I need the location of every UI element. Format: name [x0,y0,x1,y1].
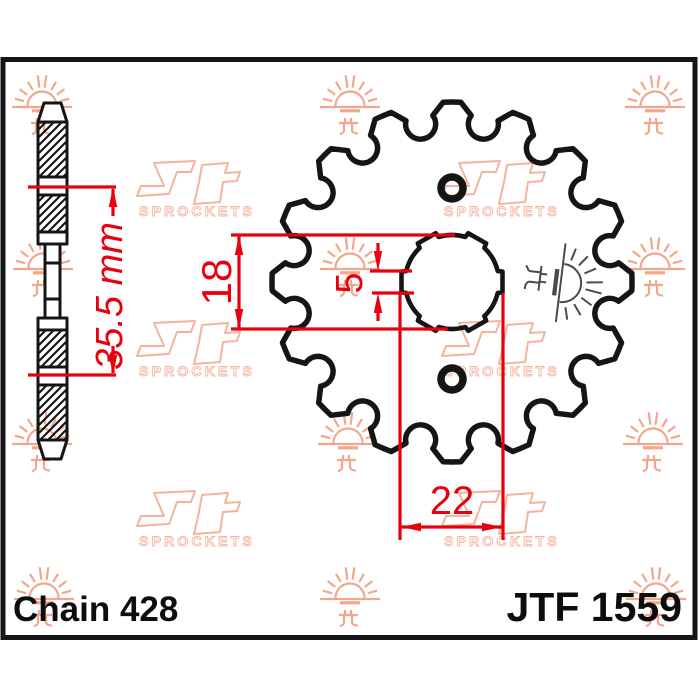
side-hatch-band [36,120,69,179]
bolt-hole-bottom [437,364,467,394]
dim-5-lines [370,243,414,321]
side-white-band [36,316,69,332]
sprockets-watermark-text: SPROCKETS [444,363,560,379]
frame-border [0,57,698,640]
jt-logo-watermark: SPROCKETS [136,320,255,379]
dimension-arrowhead-icon [108,187,118,207]
side-hatch-band [36,193,69,234]
dimension-layer [28,185,505,540]
dim-355-extension-lines [28,185,116,377]
sprockets-watermark-text: SPROCKETS [444,203,560,219]
side-hatch-band [36,383,69,442]
dimension-arrowhead-icon [373,251,383,271]
dimension-arrowhead-icon [108,355,118,375]
sprockets-watermark-text: SPROCKETS [139,203,255,219]
side-hub-box [43,242,62,265]
bolt-hole-top [437,173,467,203]
sprockets-watermark-text: SPROCKETS [139,533,255,549]
side-hub-box [43,297,62,320]
dimension-arrowhead-icon [401,522,421,532]
part-number-label: JTF 1559 [507,584,683,630]
dim-side-width-label: 35.5 mm [89,222,131,370]
side-bore-box [43,261,62,301]
dimension-arrowhead-icon [373,293,383,313]
jt-logo-watermark: SPROCKETS [441,490,560,549]
dimension-arrowhead-icon [234,309,244,329]
sprockets-watermark-text: SPROCKETS [444,533,560,549]
dimension-arrowheads [108,187,502,532]
dim-inner-label: 18 [193,259,240,306]
jt-logo-watermark: SPROCKETS [136,490,255,549]
side-white-band [36,230,69,246]
side-tip-bottom [36,438,69,461]
dimension-arrowhead-icon [234,235,244,255]
side-hatch-band [36,328,69,369]
dim-notch-label: 5 [329,272,371,293]
dim-bore-label: 22 [430,479,475,523]
side-tip-top [36,101,69,124]
chain-label: Chain 428 [13,590,178,629]
dimension-arrowhead-icon [482,522,502,532]
dimension-labels: 35.5 mm 18 5 22 [89,222,474,523]
jt-logo-watermark: SPROCKETS [441,320,560,379]
jt-logo-watermark: SPROCKETS [441,160,560,219]
sprockets-watermark-text: SPROCKETS [139,363,255,379]
jt-logo-watermark: SPROCKETS [136,160,255,219]
watermark-layer: SPROCKETS SPROCKETS SPROCKETS SPROCKETS SPRO… [11,74,687,627]
sprocket-teeth-outline [269,99,635,465]
